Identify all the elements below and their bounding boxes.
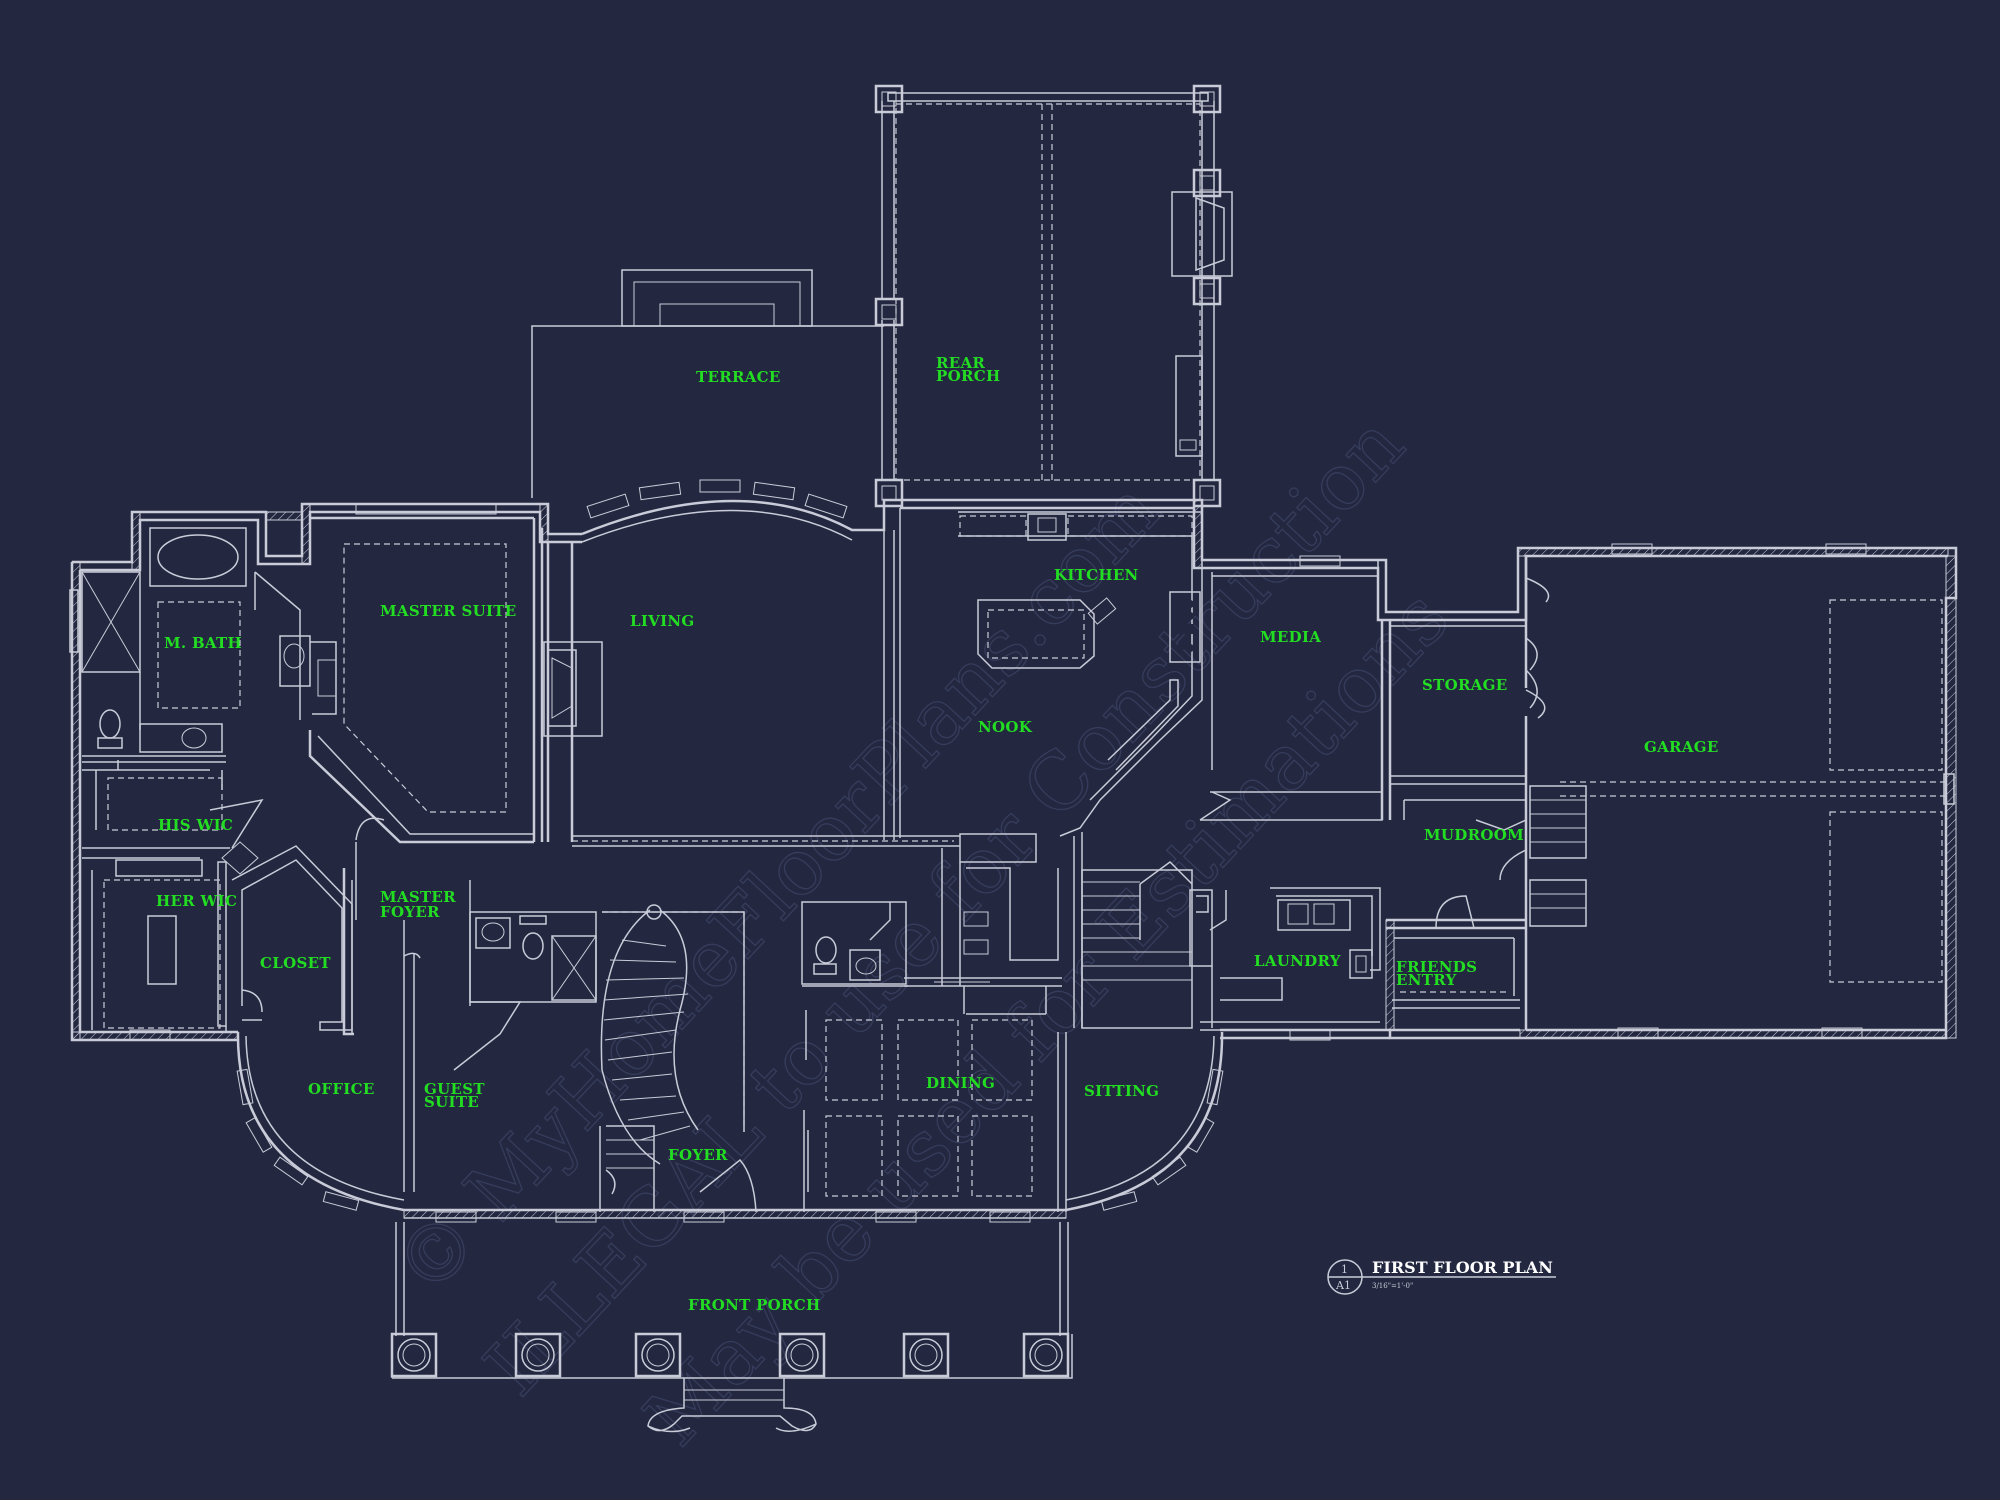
master-suite-walls [308,503,544,920]
service-wing-walls [1189,555,1587,1041]
rear-porch-line2: PORCH [936,367,1000,385]
porch-columns [390,1332,1070,1378]
guest-suite-line1: GUEST [424,1080,485,1098]
rear-porch-line1: REAR [936,354,985,372]
room-label-mudroom: MUDROOM [1424,826,1524,844]
watermark-estimations: May be used for Estimations [628,573,1466,1463]
room-label-m-bath: M. BATH [164,634,242,652]
exterior-walls [70,479,1958,1042]
guest-foyer-core [342,868,809,1213]
kitchen-nook-walls [899,508,1203,838]
room-label-kitchen: KITCHEN [1054,566,1139,584]
dining-room [825,1019,1067,1212]
friends-entry-line2: ENTRY [1396,971,1457,989]
rear-porch-structure [874,84,1233,508]
front-bays [236,1031,1224,1223]
center-core [801,833,1062,1015]
room-label-front-porch: FRONT PORCH [688,1296,821,1314]
room-label-sitting: SITTING [1084,1082,1159,1100]
room-label-his-wic: HIS WIC [158,816,233,834]
master-foyer-line2: FOYER [380,903,440,921]
room-label-terrace: TERRACE [696,368,781,386]
room-label-office: OFFICE [308,1080,375,1098]
room-label-foyer: FOYER [668,1146,728,1164]
sheet-number: A1 [1335,1279,1351,1292]
rear-stair [1073,832,1193,1029]
friends-entry-line1: FRIENDS [1396,958,1477,976]
master-foyer-line1: MASTER [380,888,456,906]
room-label-her-wic: HER WIC [156,892,237,910]
room-label-media: MEDIA [1260,628,1321,646]
guest-suite-line2: SUITE [424,1093,479,1111]
room-label-storage: STORAGE [1422,676,1508,694]
room-label-closet: CLOSET [260,954,331,972]
room-label-laundry: LAUNDRY [1254,952,1341,970]
drawing-scale: 3/16"=1'-0" [1372,1282,1413,1290]
room-label-living: LIVING [630,612,695,630]
drawing-title: FIRST FLOOR PLAN [1372,1258,1553,1277]
front-porch-structure [390,1222,1073,1433]
terrace-structure [531,269,884,498]
room-label-garage: GARAGE [1644,738,1719,756]
room-label-dining: DINING [926,1074,995,1092]
living-room-walls [543,530,960,847]
room-label-master-suite: MASTER SUITE [380,602,516,620]
title-block: 1 A1 FIRST FLOOR PLAN 3/16"=1'-0" [1327,1258,1556,1295]
master-wing-interior [69,527,353,1041]
room-label-nook: NOOK [978,718,1033,736]
detail-number: 1 [1341,1263,1348,1276]
